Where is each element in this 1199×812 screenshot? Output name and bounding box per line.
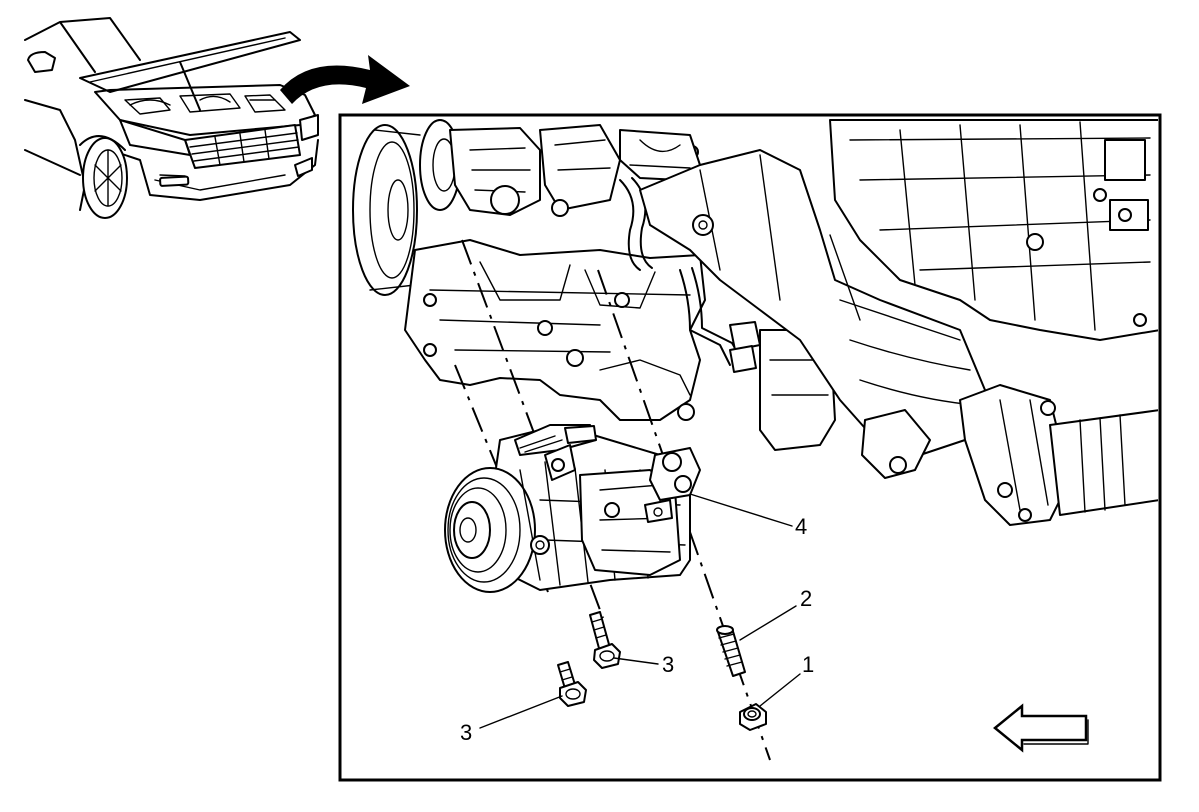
callout-4: 4 xyxy=(795,514,807,539)
vehicle-locator xyxy=(24,17,319,219)
callout-3-lower: 3 xyxy=(460,720,472,745)
stud-2 xyxy=(716,625,746,677)
nut-1 xyxy=(739,703,767,731)
callout-2: 2 xyxy=(800,586,812,611)
ac-compressor xyxy=(444,424,701,593)
transmission xyxy=(829,119,1158,341)
bolt-3-lower xyxy=(557,661,587,707)
exhaust-converter xyxy=(639,149,1158,526)
leader-lines xyxy=(479,493,801,729)
curved-arrow-icon xyxy=(280,55,410,104)
callout-1: 1 xyxy=(802,652,814,677)
bolt-3-upper xyxy=(589,611,621,669)
arrow-left-icon xyxy=(993,703,1089,753)
callout-3-upper: 3 xyxy=(662,652,674,677)
engine-block xyxy=(352,119,836,451)
